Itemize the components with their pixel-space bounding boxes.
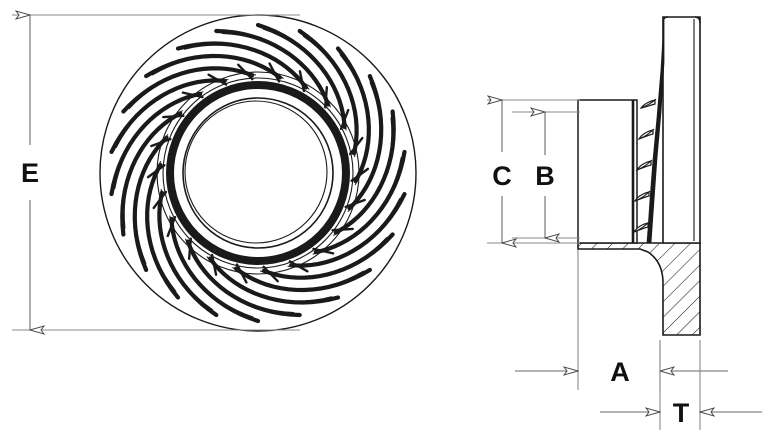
section-blade-spine bbox=[646, 18, 665, 244]
impeller-blade-edge bbox=[259, 236, 388, 279]
section-blade-band-wall bbox=[662, 16, 701, 244]
impeller-blade-edge bbox=[339, 54, 370, 185]
blade-root-rib bbox=[235, 263, 248, 284]
impeller-blade bbox=[169, 216, 261, 324]
section-view-profile bbox=[577, 16, 701, 336]
blade-root-rib bbox=[348, 136, 364, 156]
impeller-blade bbox=[333, 109, 396, 235]
hub-ring-thick bbox=[166, 81, 350, 265]
impeller-blade bbox=[109, 78, 227, 155]
blade-band-inner-circle bbox=[162, 77, 354, 269]
hub-bore-circle bbox=[182, 97, 334, 249]
impeller-blade bbox=[175, 41, 309, 90]
impeller-blade-edge bbox=[185, 238, 295, 313]
impeller-blade-edge bbox=[183, 44, 310, 90]
impeller-blade-edge bbox=[169, 215, 254, 318]
dim-label-A: A bbox=[610, 357, 630, 387]
impeller-blade bbox=[313, 149, 407, 255]
dim-label-T: T bbox=[673, 398, 690, 428]
impeller-blade-edge bbox=[158, 188, 214, 311]
impeller-blade bbox=[109, 91, 203, 197]
impeller-blade-edge bbox=[152, 56, 284, 79]
impeller-blade-group bbox=[109, 22, 407, 324]
dimension-T: T bbox=[600, 340, 762, 430]
blade-root-rib bbox=[312, 247, 335, 255]
impeller-blade bbox=[261, 232, 395, 280]
section-blade-barb-strokes bbox=[633, 98, 657, 233]
dimension-E: E bbox=[12, 15, 300, 330]
blade-root-rib bbox=[146, 164, 166, 179]
blade-root-rib bbox=[262, 265, 279, 283]
impeller-blade bbox=[121, 66, 255, 114]
impeller-blade bbox=[255, 22, 347, 130]
impeller-blade-edge bbox=[287, 197, 401, 268]
blade-root-rib bbox=[331, 227, 354, 232]
impeller-blade-edge bbox=[302, 35, 358, 158]
impeller-blade bbox=[234, 266, 372, 293]
impeller-blade-edge bbox=[312, 157, 402, 255]
section-band-top-fillet bbox=[662, 16, 669, 23]
impeller-blade bbox=[120, 111, 183, 237]
blade-root-rib bbox=[181, 91, 204, 99]
impeller-blade-edge bbox=[347, 82, 381, 212]
section-hub-barrel bbox=[577, 99, 638, 244]
impeller-blade bbox=[347, 73, 384, 211]
blade-root-rib bbox=[339, 108, 350, 131]
impeller-blade-edge bbox=[333, 117, 393, 236]
blade-root-rib bbox=[210, 253, 218, 276]
impeller-blade bbox=[289, 191, 407, 268]
dim-label-E: E bbox=[21, 158, 39, 188]
impeller-blade-edge bbox=[221, 33, 331, 108]
impeller-blade-edge bbox=[128, 67, 257, 110]
blade-root-rib bbox=[288, 260, 309, 273]
blade-root-rib bbox=[237, 63, 254, 81]
impeller-blade bbox=[132, 135, 169, 273]
blade-root-rib bbox=[344, 198, 366, 209]
blade-root-rib bbox=[152, 190, 168, 210]
impeller-blade bbox=[335, 46, 371, 184]
blade-root-rib bbox=[166, 215, 177, 238]
impeller-blade bbox=[145, 162, 181, 300]
blade-root-rib-group bbox=[146, 62, 370, 284]
impeller-blade bbox=[207, 256, 341, 305]
dim-label-C: C bbox=[492, 161, 512, 191]
blade-root-rib bbox=[324, 86, 329, 109]
section-hatched-base bbox=[577, 242, 701, 336]
blade-root-rib bbox=[298, 70, 306, 93]
blade-root-rib bbox=[187, 237, 192, 260]
blade-root-rib bbox=[268, 62, 281, 83]
blade-root-rib bbox=[162, 114, 185, 119]
blade-root-rib bbox=[150, 137, 172, 148]
impeller-blade-edge bbox=[115, 78, 229, 149]
impeller-blade-edge bbox=[262, 28, 347, 131]
dimension-B: B bbox=[512, 112, 580, 238]
impeller-blade bbox=[157, 190, 219, 318]
impeller-blade-edge bbox=[206, 256, 333, 302]
front-view-impeller bbox=[99, 14, 417, 332]
impeller-blade bbox=[144, 53, 282, 80]
dim-label-B: B bbox=[535, 161, 555, 191]
impeller-blade-edge bbox=[146, 161, 177, 292]
impeller-blade bbox=[185, 239, 302, 318]
impeller-blade-edge bbox=[135, 134, 169, 264]
dimension-C: C bbox=[487, 100, 580, 243]
impeller-blade-edge bbox=[123, 110, 183, 229]
impeller-blade-edge bbox=[114, 91, 204, 189]
blade-root-rib bbox=[207, 73, 228, 86]
impeller-blade-edge bbox=[232, 267, 364, 290]
impeller-blade bbox=[214, 28, 331, 107]
hub-bore-inner-circle bbox=[184, 100, 328, 244]
impeller-blade bbox=[297, 28, 359, 156]
section-band-top-right-fillet bbox=[694, 16, 701, 24]
blade-root-rib bbox=[350, 167, 370, 182]
